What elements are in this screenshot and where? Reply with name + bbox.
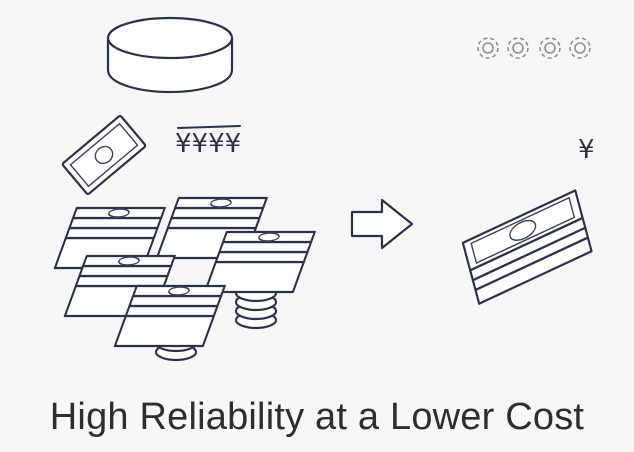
money-stack-icon <box>53 196 316 362</box>
yen-symbol-icon: ¥¥¥¥ <box>175 125 241 159</box>
database-cylinder-icon <box>106 16 234 94</box>
arrow-right-icon <box>350 198 414 250</box>
yen-symbol-icon: ¥ <box>578 135 595 165</box>
svg-text:¥: ¥ <box>578 135 595 165</box>
caption-title: High Reliability at a Lower Cost <box>49 396 585 438</box>
gears-icon <box>477 37 591 59</box>
cost-comparison-illustration: ¥¥¥¥ <box>53 16 595 362</box>
flying-banknote-icon <box>61 114 147 196</box>
money-bundle-icon <box>461 189 593 305</box>
svg-text:¥¥¥¥: ¥¥¥¥ <box>175 129 241 159</box>
